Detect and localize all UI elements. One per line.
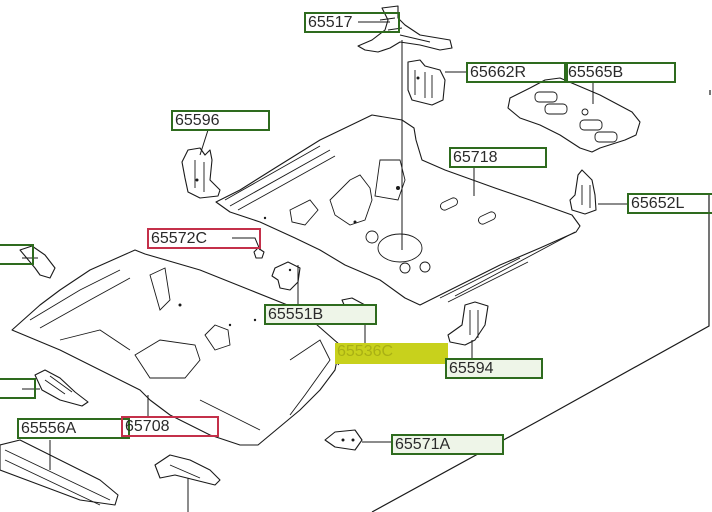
part-65572C (253, 247, 265, 259)
part-65594 (447, 301, 489, 346)
part-65662R (407, 59, 446, 106)
frame-lines (371, 90, 711, 512)
part-65596 (181, 147, 221, 199)
callout-65571A[interactable]: 65571A (391, 434, 504, 455)
part-65517 (357, 5, 453, 53)
callout-left-mid[interactable] (0, 378, 36, 399)
part-65556A (0, 439, 119, 506)
callout-65572C[interactable]: 65572C (147, 228, 261, 249)
callout-65551B[interactable]: 65551B (264, 304, 377, 325)
callout-65652L[interactable]: 65652L (627, 193, 712, 214)
callout-65594[interactable]: 65594 (445, 358, 543, 379)
callout-65718[interactable]: 65718 (449, 147, 547, 168)
part-65565B (507, 77, 641, 153)
leader-lines (22, 21, 628, 512)
part-65652L (569, 169, 597, 215)
part-65718 (215, 114, 581, 306)
callout-left-top[interactable] (0, 244, 34, 265)
callout-65708[interactable]: 65708 (121, 416, 219, 437)
callout-65596[interactable]: 65596 (171, 110, 270, 131)
callout-65565B[interactable]: 65565B (564, 62, 676, 83)
callout-65517[interactable]: 65517 (304, 12, 400, 33)
part-left-top (19, 245, 56, 279)
part-left-mid (34, 369, 89, 407)
part-lower-bracket (154, 454, 221, 486)
part-65571A (324, 429, 363, 451)
callout-65536C[interactable]: 65536C (335, 343, 448, 364)
part-65551B (271, 261, 301, 291)
callout-65662R[interactable]: 65662R (466, 62, 568, 83)
callout-65556A[interactable]: 65556A (17, 418, 130, 439)
